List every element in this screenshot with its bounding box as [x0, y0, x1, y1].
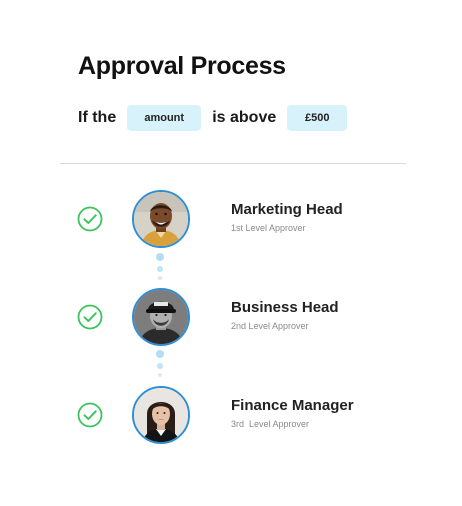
approver-name: Business Head [231, 299, 339, 316]
connector-dot [157, 363, 163, 369]
avatar-image [134, 290, 188, 344]
connector-dot [156, 350, 164, 358]
approval-rule: If the amount is above £500 [78, 104, 348, 132]
connector-dots-1 [156, 253, 164, 283]
check-circle-icon [77, 206, 103, 232]
connector-dot [157, 266, 163, 272]
rule-prefix: If the [78, 109, 117, 126]
rule-condition: is above [212, 109, 277, 126]
approver-step-1: Marketing Head 1st Level Approver [0, 189, 462, 249]
avatar-image [134, 388, 188, 442]
approver-name: Finance Manager [231, 397, 354, 414]
approver-step-3: Finance Manager 3rd Level Approver [0, 385, 462, 445]
avatar [132, 288, 190, 346]
check-circle-icon [77, 402, 103, 428]
approver-name: Marketing Head [231, 201, 343, 218]
divider [60, 163, 406, 164]
approver-role: 3rd Level Approver [231, 419, 310, 429]
connector-dots-2 [156, 350, 164, 380]
approver-step-2: Business Head 2nd Level Approver [0, 287, 462, 347]
connector-dot [158, 373, 162, 377]
approver-role: 1st Level Approver [231, 223, 306, 233]
page-title: Approval Process [78, 52, 286, 80]
avatar [132, 190, 190, 248]
connector-dot [156, 253, 164, 261]
rule-value-chip[interactable]: £500 [287, 105, 348, 131]
avatar [132, 386, 190, 444]
connector-dot [158, 276, 162, 280]
approver-role: 2nd Level Approver [231, 321, 309, 331]
check-circle-icon [77, 304, 103, 330]
rule-field-chip[interactable]: amount [127, 105, 202, 131]
avatar-image [134, 192, 188, 246]
